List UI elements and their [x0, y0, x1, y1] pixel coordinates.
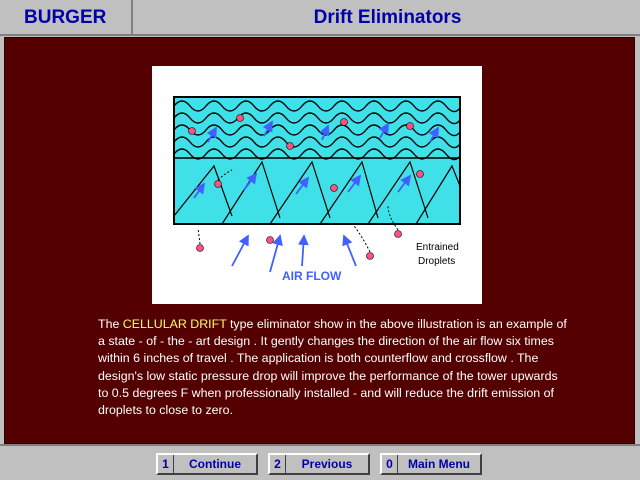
continue-label: Continue	[189, 457, 241, 471]
entrained-label-line1: Entrained	[416, 242, 459, 253]
brand-title: BURGER	[0, 0, 133, 36]
description-before: The	[98, 317, 123, 331]
previous-label: Previous	[301, 457, 353, 471]
continue-key: 1	[158, 455, 174, 473]
droplet-trails	[197, 169, 399, 253]
description-text: The CELLULAR DRIFT type eliminator show …	[98, 316, 568, 419]
main-menu-label: Main Menu	[408, 457, 470, 471]
cellular-drift-diagram: AIR FLOW Entrained Droplets	[173, 96, 461, 283]
description-after: type eliminator show in the above illust…	[98, 317, 567, 418]
entrained-droplets	[188, 114, 424, 260]
main-menu-key: 0	[382, 455, 398, 473]
continue-button[interactable]: 1 Continue	[156, 453, 258, 475]
description-highlight: CELLULAR DRIFT	[122, 317, 227, 331]
entrained-label-line2: Droplets	[418, 256, 455, 267]
previous-key: 2	[270, 455, 286, 473]
page-title: Drift Eliminators	[313, 7, 462, 28]
cellular-mesh	[173, 100, 461, 161]
diagonal-blades	[173, 160, 461, 225]
airflow-label: AIR FLOW	[282, 269, 342, 283]
previous-button[interactable]: 2 Previous	[268, 453, 370, 475]
header-bar: BURGER Drift Eliminators	[0, 0, 640, 36]
footer-bar: 1 Continue 2 Previous 0 Main Menu	[0, 444, 640, 480]
main-menu-button[interactable]: 0 Main Menu	[380, 453, 482, 475]
airflow-arrows	[193, 120, 439, 273]
drift-eliminator-illustration: AIR FLOW Entrained Droplets	[152, 66, 482, 304]
